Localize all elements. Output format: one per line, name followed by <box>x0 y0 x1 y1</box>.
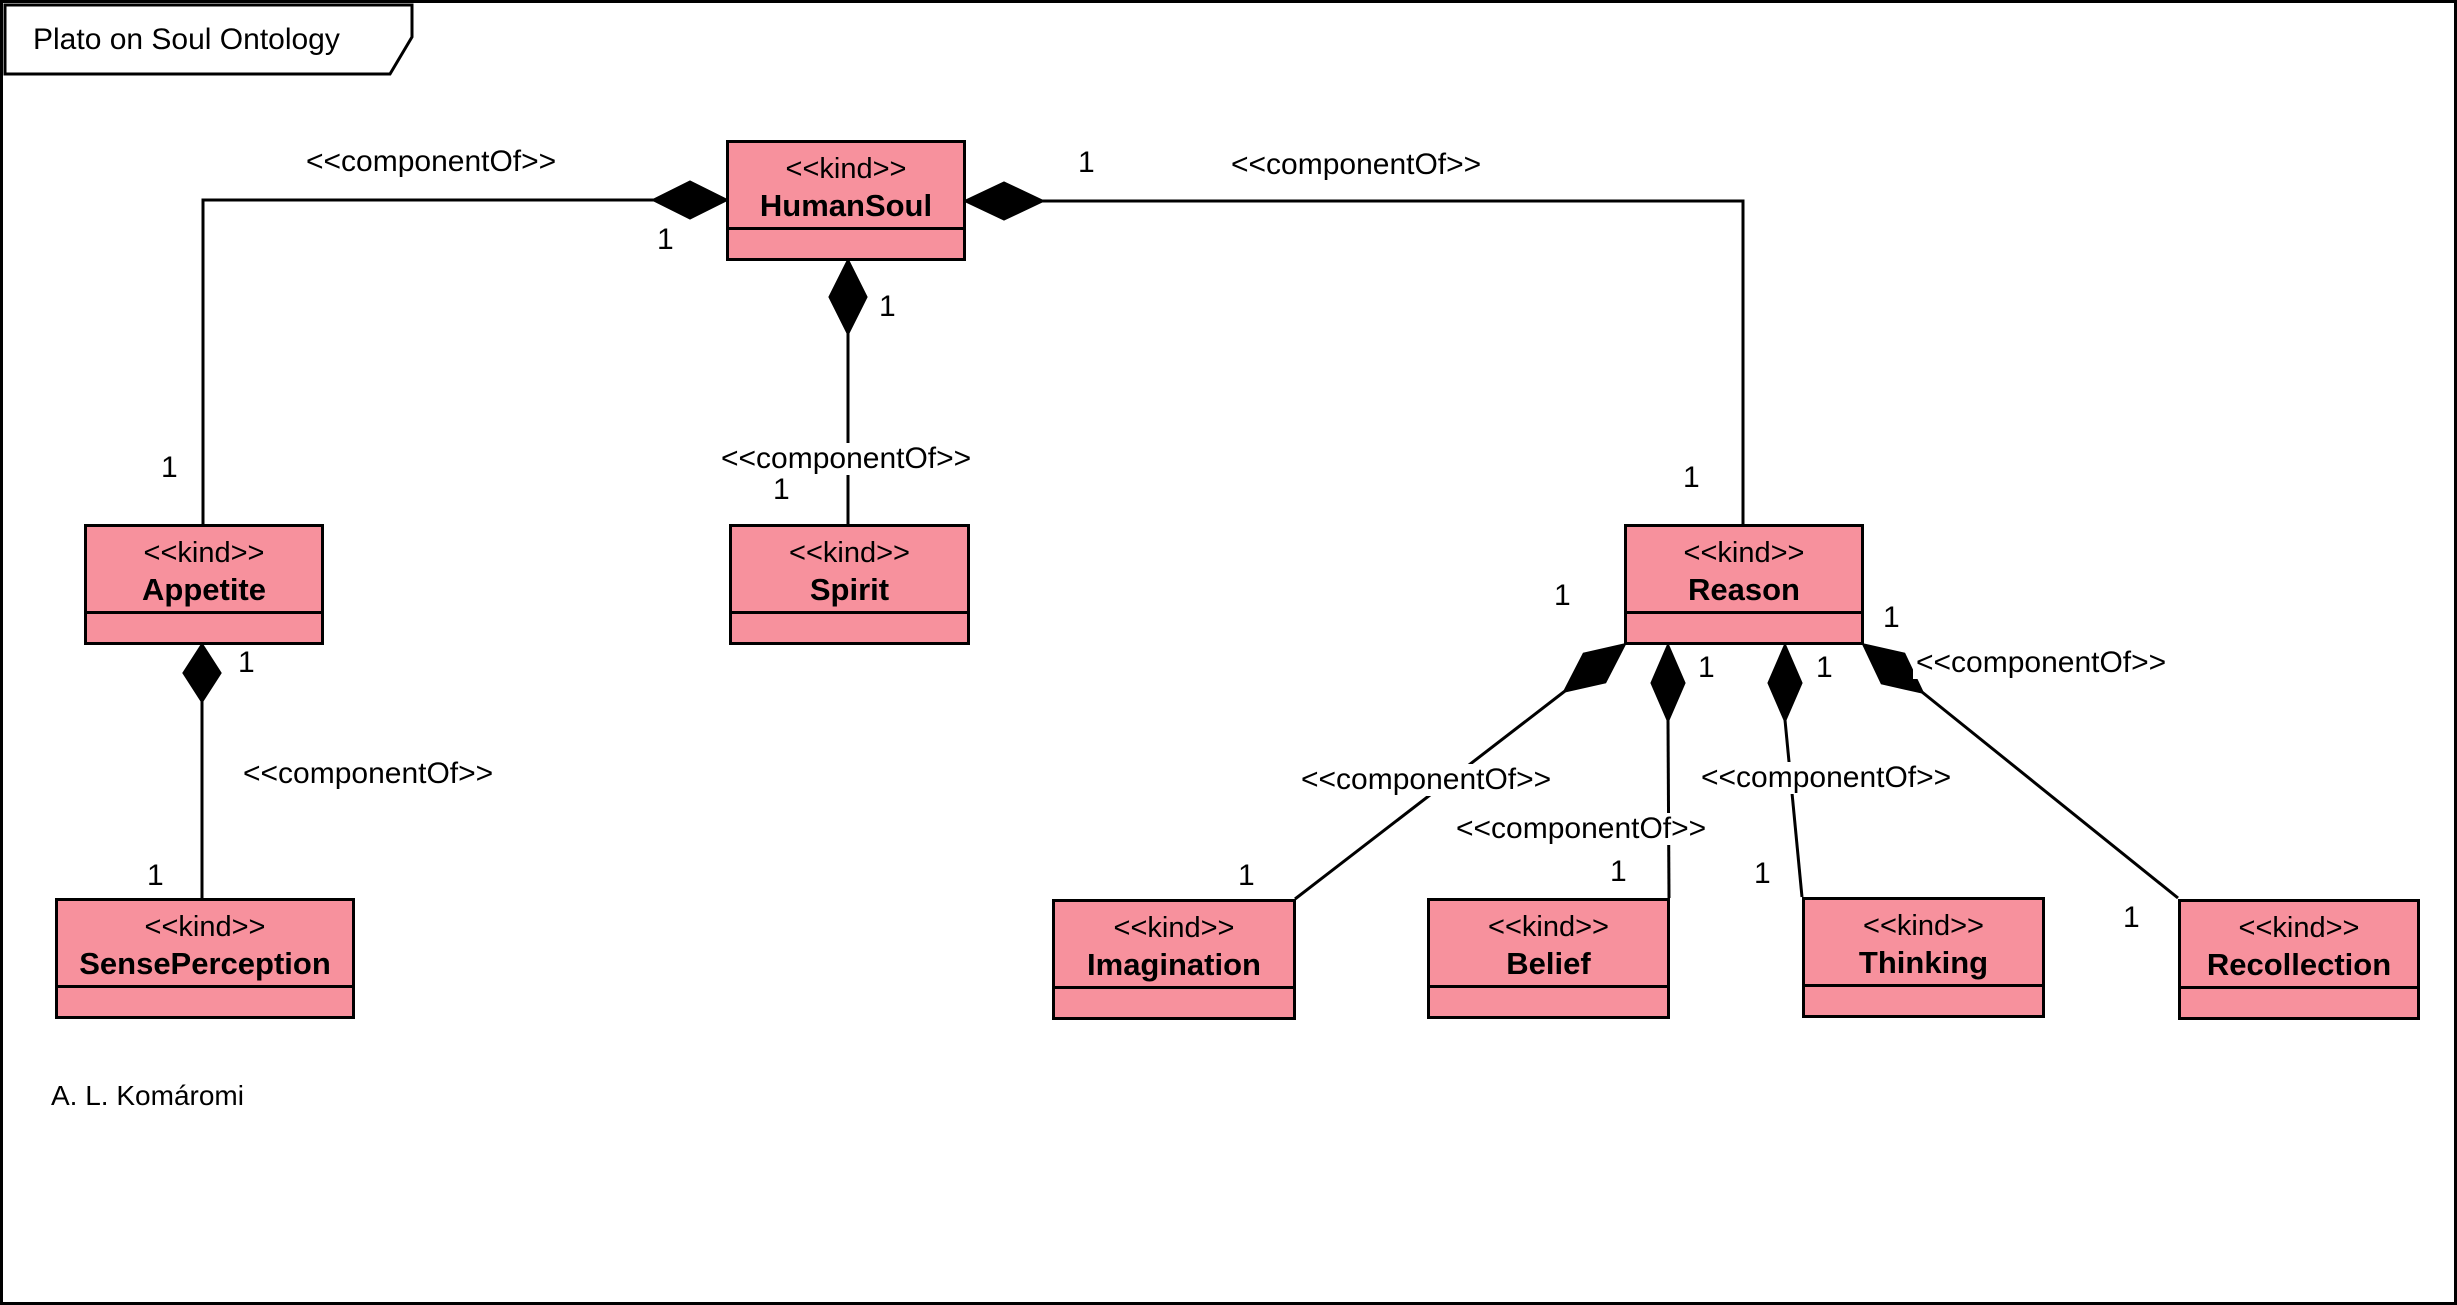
class-belief[interactable]: <<kind>> Belief <box>1427 898 1670 1019</box>
class-name: HumanSoul <box>759 188 933 223</box>
class-header: <<kind>> Thinking <box>1805 900 2042 984</box>
class-attributes-compartment <box>2181 986 2417 1017</box>
class-header: <<kind>> Spirit <box>732 527 967 611</box>
composition-diamond <box>1767 642 1803 724</box>
relation-label-thinking-reason: <<componentOf>> <box>1698 762 1955 794</box>
multiplicity-recollection-reason-whole: 1 <box>1883 601 1900 634</box>
connector-spirit-humansoul[interactable] <box>828 257 868 524</box>
class-attributes-compartment <box>732 611 967 642</box>
frame-title-tab <box>3 3 414 76</box>
class-name: Appetite <box>142 572 266 607</box>
relation-label-imagination-reason: <<componentOf>> <box>1298 764 1555 796</box>
multiplicity-senseperception-appetite-whole: 1 <box>238 646 255 679</box>
relation-label-spirit-humansoul: <<componentOf>> <box>718 443 975 475</box>
multiplicity-reason-humansoul-whole: 1 <box>1078 146 1095 179</box>
connector-recollection-reason[interactable] <box>1861 642 2179 900</box>
diagram-title: Plato on Soul Ontology <box>33 23 340 56</box>
class-name: Reason <box>1688 572 1800 607</box>
class-spirit[interactable]: <<kind>> Spirit <box>729 524 970 645</box>
class-header: <<kind>> Belief <box>1430 901 1667 985</box>
connector-thinking-reason[interactable] <box>1767 642 1804 898</box>
multiplicity-senseperception-appetite-part: 1 <box>147 859 164 892</box>
composition-diamond <box>1562 642 1627 694</box>
class-name: SensePerception <box>79 946 331 981</box>
class-header: <<kind>> Reason <box>1627 527 1861 611</box>
class-stereotype: <<kind>> <box>1683 537 1805 569</box>
class-attributes-compartment <box>1627 611 1861 642</box>
class-header: <<kind>> Imagination <box>1055 902 1293 986</box>
class-name: Belief <box>1506 946 1591 981</box>
class-name: Imagination <box>1087 947 1261 982</box>
relation-label-belief-reason: <<componentOf>> <box>1453 813 1710 845</box>
relation-label-senseperception-appetite: <<componentOf>> <box>240 758 497 790</box>
multiplicity-reason-humansoul-part: 1 <box>1683 461 1700 494</box>
class-attributes-compartment <box>1805 984 2042 1015</box>
class-reason[interactable]: <<kind>> Reason <box>1624 524 1864 645</box>
multiplicity-appetite-humansoul-whole: 1 <box>657 223 674 256</box>
composition-diamond <box>962 181 1046 221</box>
class-stereotype: <<kind>> <box>1488 911 1609 943</box>
class-thinking[interactable]: <<kind>> Thinking <box>1802 897 2045 1018</box>
class-name: Thinking <box>1858 945 1989 980</box>
multiplicity-thinking-reason-part: 1 <box>1754 857 1771 890</box>
relation-label-reason-humansoul: <<componentOf>> <box>1228 149 1485 181</box>
multiplicity-belief-reason-whole: 1 <box>1698 651 1715 684</box>
class-attributes-compartment <box>729 227 963 258</box>
class-humansoul[interactable]: <<kind>> HumanSoul <box>726 140 966 261</box>
class-attributes-compartment <box>58 985 352 1016</box>
author-credit: A. L. Komáromi <box>51 1080 244 1111</box>
connector-reason-humansoul[interactable] <box>962 181 1745 524</box>
connector-appetite-humansoul[interactable] <box>201 180 730 524</box>
class-stereotype: <<kind>> <box>1863 910 1984 942</box>
composition-diamond <box>182 642 222 704</box>
multiplicity-thinking-reason-whole: 1 <box>1816 651 1833 684</box>
multiplicity-appetite-humansoul-part: 1 <box>161 451 178 484</box>
composition-diamond <box>1650 642 1686 724</box>
multiplicity-imagination-reason-whole: 1 <box>1554 579 1571 612</box>
class-header: <<kind>> Recollection <box>2181 902 2417 986</box>
diagram-canvas <box>3 3 2179 901</box>
relation-label-recollection-reason: <<componentOf>> <box>1913 647 2170 679</box>
class-imagination[interactable]: <<kind>> Imagination <box>1052 899 1296 1020</box>
class-stereotype: <<kind>> <box>1113 912 1235 944</box>
relation-label-appetite-humansoul: <<componentOf>> <box>303 146 560 178</box>
multiplicity-spirit-humansoul-whole: 1 <box>879 290 896 323</box>
composition-diamond <box>650 180 730 220</box>
class-stereotype: <<kind>> <box>143 537 265 569</box>
multiplicity-recollection-reason-part: 1 <box>2123 901 2140 934</box>
class-attributes-compartment <box>1055 986 1293 1017</box>
multiplicity-spirit-humansoul-part: 1 <box>773 473 790 506</box>
class-attributes-compartment <box>1430 985 1667 1016</box>
class-stereotype: <<kind>> <box>789 537 910 569</box>
class-recollection[interactable]: <<kind>> Recollection <box>2178 899 2420 1020</box>
class-header: <<kind>> SensePerception <box>58 901 352 985</box>
class-senseperception[interactable]: <<kind>> SensePerception <box>55 898 355 1019</box>
class-stereotype: <<kind>> <box>785 153 907 185</box>
multiplicity-belief-reason-part: 1 <box>1610 855 1627 888</box>
class-stereotype: <<kind>> <box>144 911 266 943</box>
composition-diamond <box>1861 642 1925 695</box>
class-appetite[interactable]: <<kind>> Appetite <box>84 524 324 645</box>
multiplicity-imagination-reason-part: 1 <box>1238 859 1255 892</box>
connector-belief-reason[interactable] <box>1650 642 1686 899</box>
class-header: <<kind>> Appetite <box>87 527 321 611</box>
class-name: Spirit <box>809 572 890 607</box>
class-name: Recollection <box>2206 947 2392 982</box>
class-header: <<kind>> HumanSoul <box>729 143 963 227</box>
composition-diamond <box>828 257 868 337</box>
class-stereotype: <<kind>> <box>2238 912 2360 944</box>
connector-senseperception-appetite[interactable] <box>182 642 222 898</box>
class-attributes-compartment <box>87 611 321 642</box>
